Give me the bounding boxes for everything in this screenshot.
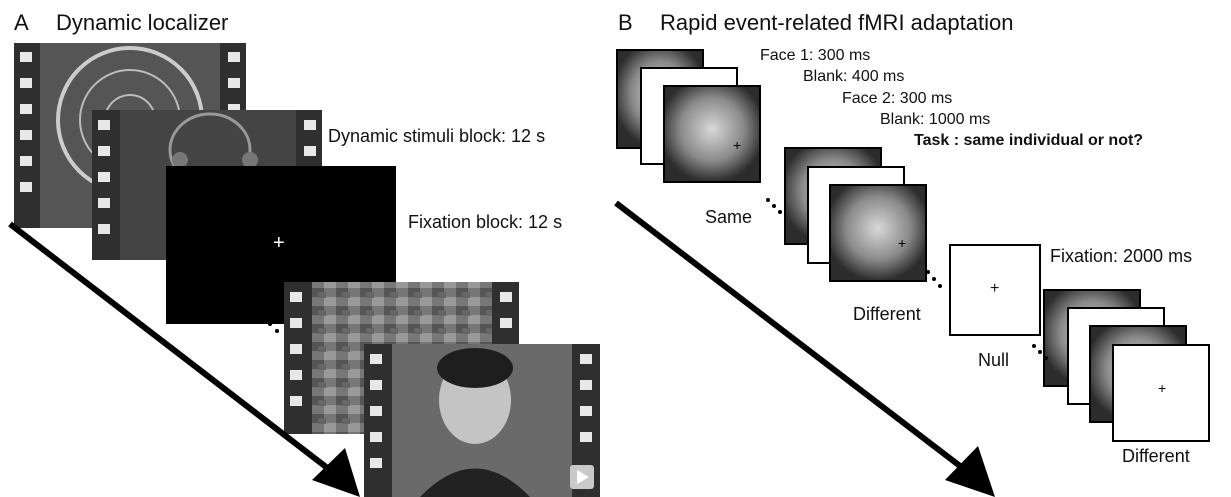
null-fixation-screen (949, 244, 1041, 336)
face-stack-1 (616, 49, 761, 183)
fixation-block-label: Fixation block: 12 s (408, 212, 563, 232)
face-stack-2 (784, 147, 927, 282)
dynamic-block-label: Dynamic stimuli block: 12 s (328, 126, 546, 146)
fixation-cross-b: + (990, 280, 1000, 297)
panel-a-letter: A (14, 10, 29, 35)
fixation-cross-a: + (273, 232, 285, 254)
timing-blank2: Blank: 1000 ms (880, 111, 991, 128)
timing-face2: Face 2: 300 ms (842, 90, 953, 107)
panel-a-title: Dynamic localizer (56, 10, 229, 35)
panel-b-letter: B (618, 10, 633, 35)
time-arrow-a (8, 221, 360, 497)
fixation-cross-face: + (733, 137, 741, 153)
face-stack-3 (1043, 289, 1210, 442)
fixation-duration-label: Fixation: 2000 ms (1050, 246, 1193, 266)
condition-different-1: Different (853, 304, 921, 324)
filmstrip-face (364, 344, 600, 497)
task-label: Task : same individual or not? (914, 132, 1144, 149)
fixation-cross-face: + (1158, 380, 1166, 396)
condition-same: Same (705, 207, 753, 227)
timing-blank1: Blank: 400 ms (803, 68, 905, 85)
dots-connector-b (766, 198, 1048, 360)
timing-face1: Face 1: 300 ms (760, 47, 871, 64)
condition-null: Null (978, 350, 1010, 370)
panel-b-title: Rapid event-related fMRI adaptation (660, 10, 1014, 35)
condition-different-2: Different (1122, 446, 1190, 466)
time-arrow-b (614, 200, 995, 497)
fixation-cross-face: + (898, 235, 906, 251)
dots-connector-a (254, 308, 279, 333)
